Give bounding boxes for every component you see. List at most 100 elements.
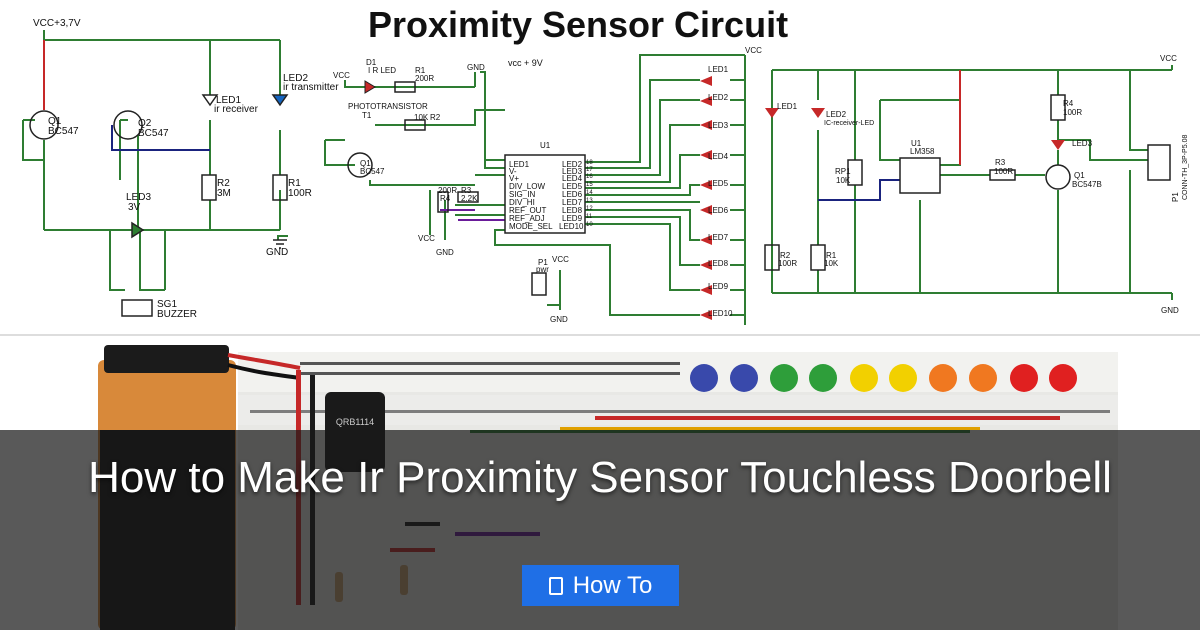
led-label: LED4 (708, 152, 729, 161)
led3-ref: LED3 (126, 192, 151, 203)
rp1-val: 10K (836, 176, 851, 185)
mid-r2-ref: R2 (430, 113, 441, 122)
right-r4-ref: R4 (1063, 99, 1074, 108)
mid-r1-ref: R1 (415, 66, 426, 75)
led-label: LED6 (708, 206, 729, 215)
right-led1: LED1 (777, 102, 798, 111)
buzzer-ref: SG1 (157, 299, 177, 310)
u1-pin-right: LED5 (562, 182, 583, 191)
mid-q1-val: BC547 (360, 167, 385, 176)
right-r2-ref: R2 (780, 251, 791, 260)
right-r1-val: 10K (824, 259, 839, 268)
u1-pin-left: MODE_SEL (509, 222, 553, 231)
led1-ref: LED1 (216, 95, 241, 106)
right-vcc: VCC (1160, 54, 1177, 63)
right-connector: CONN-TH_3P-P5.08 (1182, 135, 1189, 200)
u1-pin-left: REF_OUT (509, 206, 546, 215)
mid-r4-ref: R4 (440, 194, 451, 203)
u1-pin-number: 12 (586, 206, 593, 212)
q2-val: BC547 (138, 128, 169, 139)
u1-pin-left: V+ (509, 174, 519, 183)
u1-pin-left: DIV_HI (509, 198, 535, 207)
led-label: LED3 (708, 121, 729, 130)
u1-pin-right: LED10 (559, 222, 584, 231)
d1-desc: I R LED (368, 66, 396, 75)
phototransistor: PHOTOTRANSISTOR (348, 102, 428, 111)
led3-val: 3V (128, 202, 141, 213)
mid-led-column (700, 76, 712, 320)
u1-pin-number: 11 (586, 214, 593, 220)
schematic-left (22, 30, 288, 291)
right-led2: LED2 (826, 110, 847, 119)
mid-vcc-3: VCC (552, 255, 569, 264)
led-label: LED1 (708, 65, 729, 74)
mid-r4-val: 200R (438, 186, 457, 195)
q1-val: BC547 (48, 126, 79, 137)
schematic-right (771, 65, 1173, 300)
gnd-label: GND (266, 247, 288, 258)
right-r4-val: 100R (1063, 108, 1082, 117)
mid-vcc9: vcc + 9V (508, 58, 543, 68)
r2-ref: R2 (217, 178, 230, 189)
led-label: LED8 (708, 259, 729, 268)
mid-gnd: GND (467, 63, 485, 72)
u1-pin-right: LED7 (562, 198, 583, 207)
mid-vcc-top: VCC (745, 46, 762, 55)
mid-gnd-3: GND (550, 315, 568, 324)
right-u1-val: LM358 (910, 147, 935, 156)
r1-ref: R1 (288, 178, 301, 189)
u1-pin-right: LED9 (562, 214, 583, 223)
right-r1-ref: R1 (826, 251, 837, 260)
supply-label: VCC+3,7V (33, 18, 81, 29)
mid-r3-val: 2.2K (461, 194, 478, 203)
led1-desc: ir receiver (214, 104, 259, 115)
led2-ref: LED2 (283, 73, 308, 84)
page-title: Proximity Sensor Circuit (368, 4, 788, 45)
led-label: LED2 (708, 93, 729, 102)
right-gnd: GND (1161, 306, 1179, 315)
q1-ref: Q1 (48, 116, 62, 127)
u1-pin-left: LED1 (509, 160, 530, 169)
u1-pin-left: SIG_IN (509, 190, 535, 199)
t1: T1 (362, 111, 372, 120)
led-label: LED5 (708, 179, 729, 188)
right-p1: P1 (1171, 192, 1180, 202)
document-icon (548, 576, 563, 595)
how-to-badge[interactable]: How To (522, 565, 679, 606)
u1-pin-right: LED3 (562, 167, 583, 176)
led2-desc: ir transmitter (283, 82, 339, 93)
right-r2-val: 100R (778, 259, 797, 268)
buzzer-val: BUZZER (157, 309, 197, 320)
right-led2-desc: IC-receiver-LED (824, 120, 874, 127)
r1-val: 100R (288, 188, 312, 199)
u1-pin-right: LED2 (562, 160, 583, 169)
u1-pin-right: LED8 (562, 206, 583, 215)
led-label: LED9 (708, 282, 729, 291)
mid-q1-ref: Q1 (360, 159, 371, 168)
right-r3-ref: R3 (995, 158, 1006, 167)
u1-pin-number: 13 (586, 198, 593, 204)
d1-ref: D1 (366, 58, 377, 67)
mid-u1: U1 (540, 141, 551, 150)
u1-pin-right: LED6 (562, 190, 583, 199)
mid-r3-ref: R3 (461, 186, 472, 195)
mid-r1-val: 200R (415, 74, 434, 83)
led-label: LED7 (708, 233, 729, 242)
badge-label: How To (572, 571, 653, 599)
right-q1-val: BC547B (1072, 180, 1102, 189)
u1-pin-right: LED4 (562, 174, 583, 183)
u1-pin-number: 16 (586, 174, 593, 180)
mid-gnd-2: GND (436, 248, 454, 257)
chip-label: QRB1114 (336, 417, 374, 427)
breadboard-leds (690, 364, 1077, 392)
u1-pin-number: 14 (586, 190, 593, 196)
p1-desc: pwr (536, 265, 549, 274)
r2-val: 3M (217, 188, 231, 199)
schematic-mid (324, 54, 746, 325)
mid-vcc: VCC (333, 71, 350, 80)
u1-pin-number: 17 (586, 167, 593, 173)
article-title: How to Make Ir Proximity Sensor Touchles… (88, 453, 1112, 502)
mid-vcc-2: VCC (418, 234, 435, 243)
right-r3-val: 100R (994, 167, 1013, 176)
mid-r2-val: 10K (414, 113, 429, 122)
